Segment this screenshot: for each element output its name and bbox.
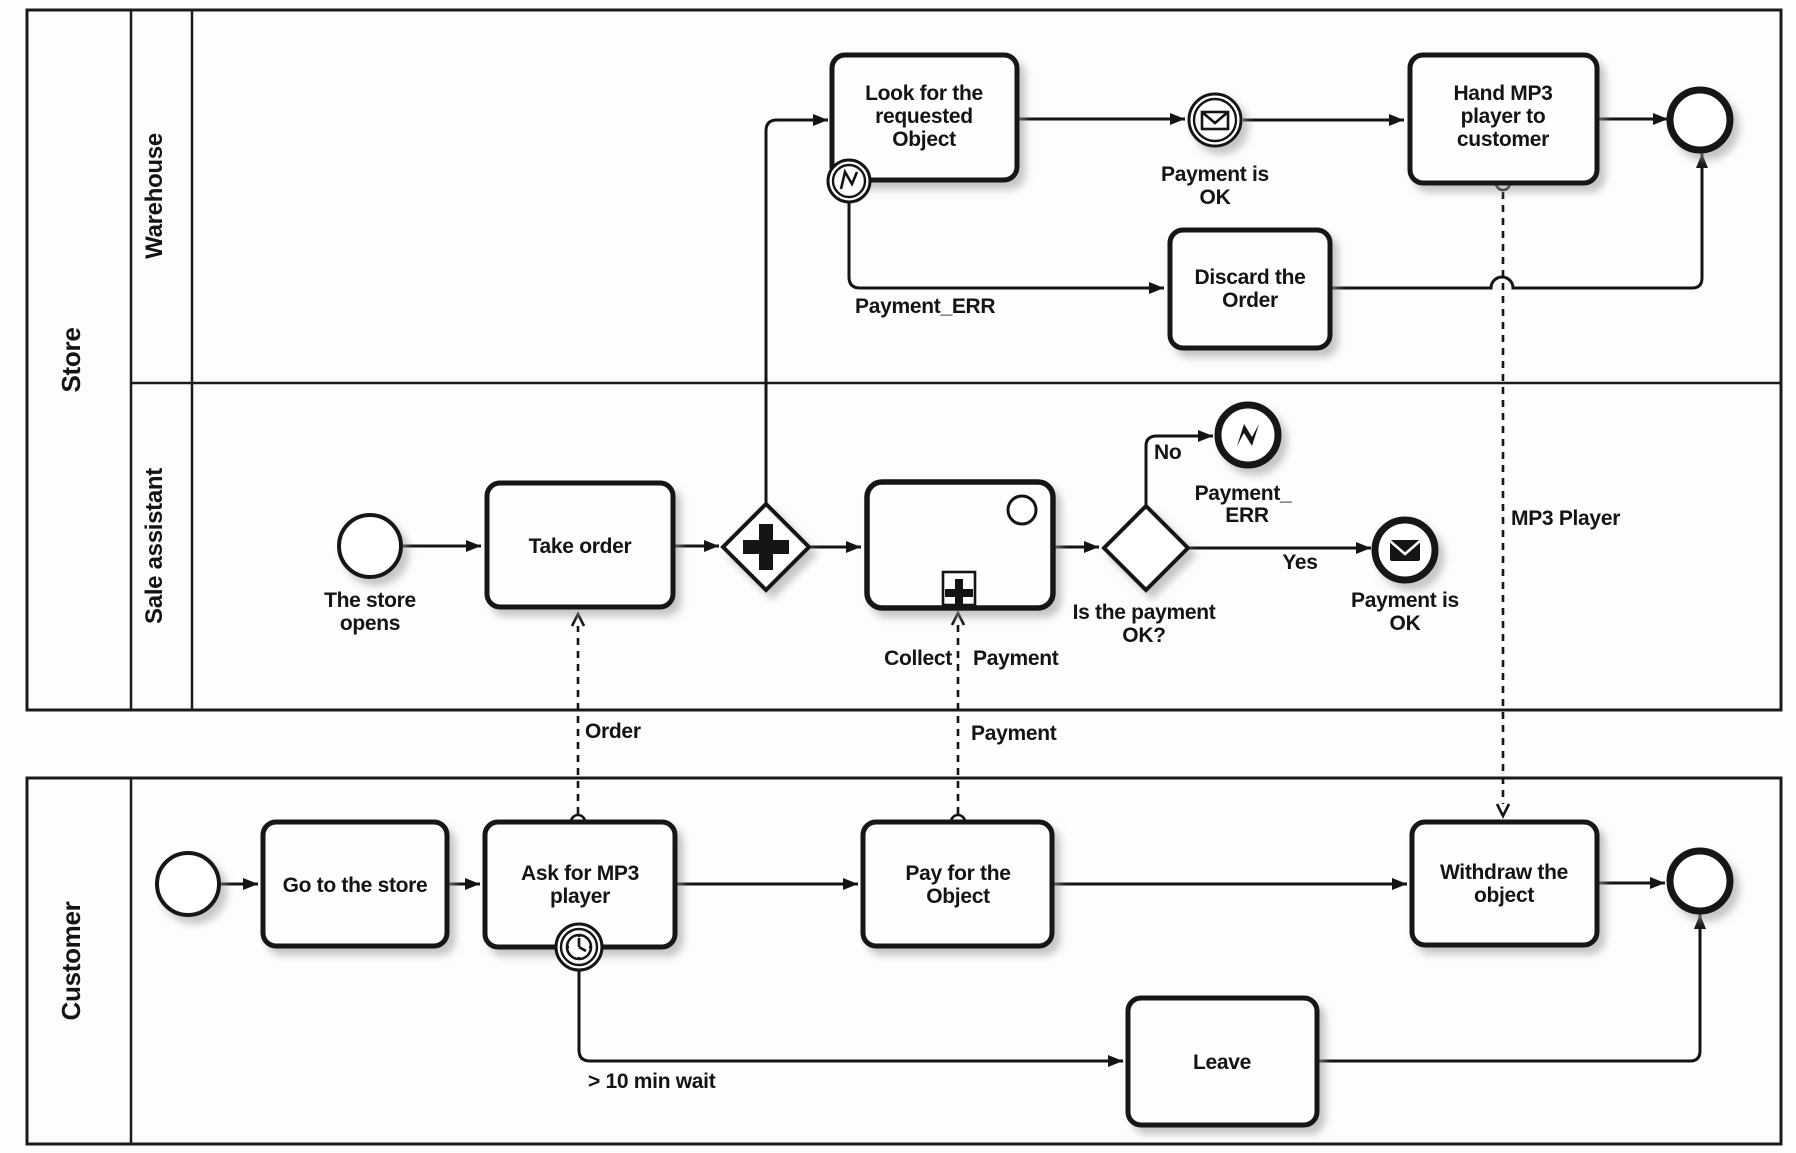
gateway-question-line2: OK? <box>1122 624 1165 647</box>
timer-clock-hands <box>567 935 591 959</box>
collapsed-circle-icon <box>1006 494 1038 526</box>
message-label-payment: Payment <box>971 722 1057 745</box>
task-hand-line1: Hand MP3 <box>1453 82 1552 105</box>
flow-timer-to-leave <box>577 970 1123 1067</box>
flow-leave-to-end <box>1317 914 1706 1063</box>
task-withdraw-box <box>1409 819 1600 948</box>
task-discard-line1: Discard the <box>1194 266 1305 289</box>
payment-ok-catch-inner-ring <box>1192 97 1238 143</box>
message-envelope-icon <box>1200 110 1230 131</box>
start-event-customer <box>155 851 221 917</box>
task-look-line1: Look for the <box>865 82 983 105</box>
end-event-customer <box>1666 847 1734 915</box>
task-withdraw-line2: object <box>1474 884 1534 907</box>
customer-pool: Customer <box>25 776 1783 1146</box>
store-pool-border <box>25 8 1783 712</box>
task-ask-line1: Ask for MP3 <box>521 862 639 885</box>
task-withdraw-object: Withdraw the object <box>1409 819 1600 948</box>
flow-discard-to-end <box>1330 153 1708 290</box>
payment-ok-end-label1: Payment is <box>1351 589 1459 612</box>
task-take-order-label: Take order <box>529 535 632 558</box>
task-discard-order: Discard the Order <box>1167 227 1333 351</box>
payment-ok-end-label2: OK <box>1390 612 1421 635</box>
end-event-payment-ok-message: Payment is OK <box>1351 516 1459 635</box>
label-no: No <box>1154 441 1181 464</box>
payment-err-label1: Payment_ <box>1195 482 1292 505</box>
flow-no-to-error-end <box>1144 430 1213 506</box>
task-hand-mp3: Hand MP3 player to customer <box>1407 52 1600 186</box>
label-10-min-wait: > 10 min wait <box>588 1070 716 1093</box>
payment-ok-catch-label1: Payment is <box>1161 163 1269 186</box>
task-pay-line1: Pay for the <box>905 862 1010 885</box>
boundary-timer-event <box>554 922 604 972</box>
flow-payment-err-to-discard <box>847 203 1164 294</box>
subprocess-plus-icon <box>945 579 973 607</box>
subprocess-collect-label1: Collect <box>884 647 952 670</box>
subprocess-collect-box <box>864 479 1056 611</box>
end-event-warehouse <box>1666 86 1734 154</box>
gateway-question-line1: Is the payment <box>1073 601 1216 624</box>
error-zigzag-icon <box>839 168 859 190</box>
task-hand-line3: customer <box>1457 128 1549 151</box>
payment-err-label2: ERR <box>1225 504 1269 527</box>
task-pay-line2: Object <box>926 885 990 908</box>
payment-ok-catch-outer-ring <box>1187 92 1243 148</box>
payment-ok-catch-label2: OK <box>1200 186 1231 209</box>
error-bolt-icon <box>1237 424 1259 446</box>
start-event-store-opens-circle <box>337 513 403 579</box>
task-hand-mp3-box <box>1407 52 1600 186</box>
task-look-line2: requested <box>875 105 973 128</box>
task-go-to-store: Go to the store <box>260 819 450 949</box>
subprocess-collect-payment: Collect Payment <box>864 479 1059 670</box>
label-yes: Yes <box>1282 551 1317 574</box>
start-store-label1: The store <box>324 589 416 612</box>
task-leave: Leave <box>1125 995 1320 1128</box>
subprocess-collect-label2: Payment <box>973 647 1059 670</box>
event-payment-ok-catch: Payment is OK <box>1161 92 1269 209</box>
sequence-flows <box>219 113 1708 1067</box>
boundary-error-event <box>826 158 872 204</box>
end-event-payment-err: Payment_ ERR <box>1195 401 1292 527</box>
gateway-exclusive-diamond <box>1101 503 1191 593</box>
task-look-for-object-box <box>829 52 1020 183</box>
message-envelope-flap-icon <box>1201 111 1229 125</box>
task-leave-box <box>1125 995 1320 1128</box>
task-take-order: Take order <box>484 480 676 610</box>
lane-warehouse-label: Warehouse <box>141 133 168 259</box>
task-hand-line2: player to <box>1461 105 1546 128</box>
customer-pool-label: Customer <box>56 901 86 1020</box>
message-envelope-filled-icon <box>1390 540 1420 561</box>
start-store-label2: opens <box>340 612 400 635</box>
task-go-to-store-box <box>260 819 450 949</box>
gateway-exclusive: Is the payment OK? <box>1073 503 1216 647</box>
parallel-plus-icon <box>743 524 789 570</box>
task-look-for-object: Look for the requested Object <box>829 52 1020 183</box>
task-ask-for-mp3: Ask for MP3 player <box>482 819 678 950</box>
task-pay-box <box>860 819 1055 949</box>
task-discard-box <box>1167 227 1333 351</box>
timer-clock-icon <box>565 933 593 961</box>
flow-label-payment-err: Payment_ERR <box>855 295 995 318</box>
task-pay-for-object: Pay for the Object <box>860 819 1055 949</box>
message-envelope-filled-flap-icon <box>1389 540 1421 556</box>
task-withdraw-line1: Withdraw the <box>1440 861 1568 884</box>
task-ask-line2: player <box>550 885 610 908</box>
flow-gateway-to-look <box>764 114 828 505</box>
start-event-store-opens: The store opens <box>324 513 416 635</box>
boundary-timer-inner-ring <box>559 927 599 967</box>
task-go-to-store-label: Go to the store <box>283 874 428 897</box>
lane-sale-assistant-label: Sale assistant <box>141 468 168 624</box>
store-pool: Store Warehouse Sale assistant <box>25 8 1783 712</box>
message-label-order: Order <box>585 720 641 743</box>
customer-pool-border <box>25 776 1783 1146</box>
task-look-line3: Object <box>892 128 956 151</box>
store-pool-label: Store <box>56 328 86 393</box>
task-discard-line2: Order <box>1222 289 1278 312</box>
gateway-parallel <box>720 501 812 593</box>
message-label-mp3-player: MP3 Player <box>1511 507 1620 530</box>
boundary-error-inner-ring <box>831 163 867 199</box>
task-take-order-box <box>484 480 676 610</box>
task-leave-label: Leave <box>1193 1051 1251 1074</box>
